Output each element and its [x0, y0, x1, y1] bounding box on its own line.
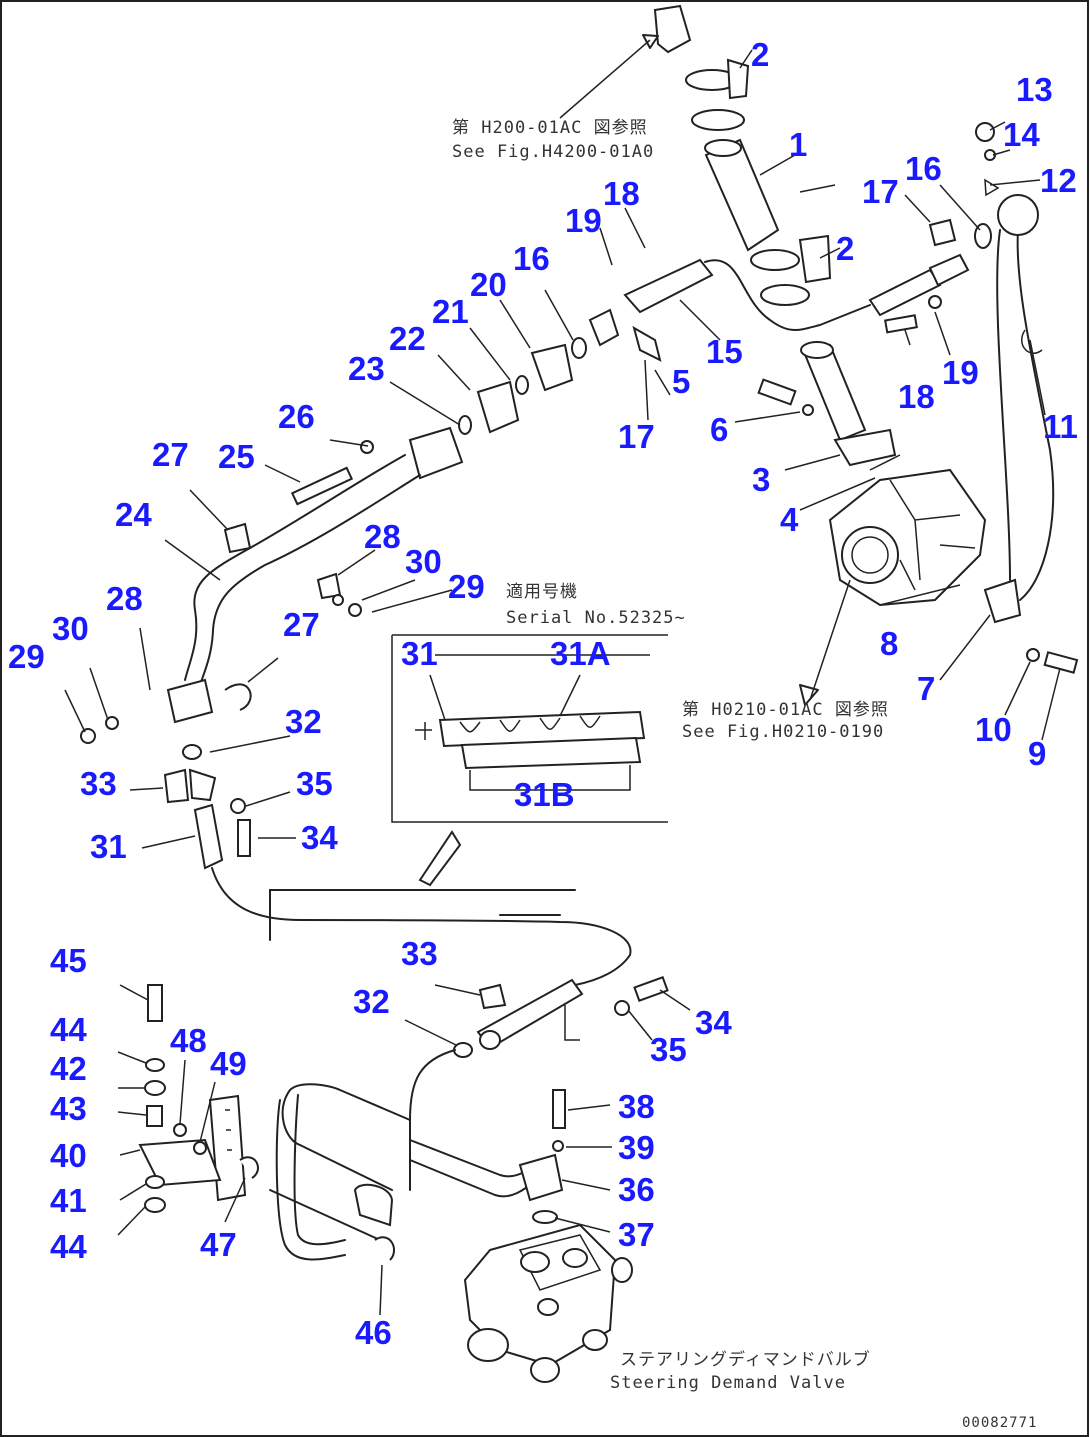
part-number-30: 30: [405, 543, 442, 580]
part-number-2: 2: [751, 36, 770, 73]
part-number-8: 8: [880, 625, 899, 662]
serial-label-en: Serial No.52325~: [506, 608, 686, 628]
part-number-43: 43: [50, 1090, 87, 1127]
part-number-22: 22: [389, 320, 426, 357]
top-reference-en: See Fig.H4200-01A0: [452, 142, 655, 162]
part-number-29: 29: [8, 638, 45, 675]
pump-reference-jp: 第 H0210-01AC 図参照: [682, 700, 889, 720]
part-number-17: 17: [862, 173, 899, 210]
part-number-18: 18: [603, 175, 640, 212]
part-number-31b: 31B: [514, 776, 575, 813]
part-number-17: 17: [618, 418, 655, 455]
valve-label-jp: ステアリングディマンドバルブ: [620, 1350, 871, 1370]
part-number-18: 18: [898, 378, 935, 415]
part-number-33: 33: [401, 935, 438, 972]
part-number-1: 1: [789, 126, 808, 163]
part-number-9: 9: [1028, 735, 1047, 772]
part-number-27: 27: [152, 436, 189, 473]
part-number-34: 34: [695, 1004, 732, 1041]
part-number-46: 46: [355, 1314, 392, 1351]
part-number-35: 35: [650, 1031, 687, 1068]
part-number-21: 21: [432, 293, 469, 330]
drawing-code: 00082771: [962, 1415, 1038, 1431]
part-number-10: 10: [975, 711, 1012, 748]
part-number-7: 7: [917, 670, 936, 707]
part-number-42: 42: [50, 1050, 87, 1087]
part-number-19: 19: [942, 354, 979, 391]
part-number-28: 28: [364, 518, 401, 555]
part-number-16: 16: [905, 150, 942, 187]
part-number-32: 32: [353, 983, 390, 1020]
part-number-31: 31: [401, 635, 438, 672]
part-number-45: 45: [50, 942, 87, 979]
part-number-13: 13: [1016, 71, 1053, 108]
part-number-14: 14: [1003, 116, 1040, 153]
part-number-37: 37: [618, 1216, 655, 1253]
part-number-23: 23: [348, 350, 385, 387]
part-number-2: 2: [836, 230, 855, 267]
part-number-49: 49: [210, 1045, 247, 1082]
part-number-25: 25: [218, 438, 255, 475]
part-number-27: 27: [283, 606, 320, 643]
part-number-39: 39: [618, 1129, 655, 1166]
part-number-30: 30: [52, 610, 89, 647]
part-number-4: 4: [780, 501, 799, 538]
top-reference-jp: 第 H200-01AC 図参照: [452, 118, 648, 138]
part-number-33: 33: [80, 765, 117, 802]
valve-label-en: Steering Demand Valve: [610, 1373, 846, 1393]
part-number-31a: 31A: [550, 635, 611, 672]
part-number-19: 19: [565, 202, 602, 239]
part-number-48: 48: [170, 1022, 207, 1059]
part-number-47: 47: [200, 1226, 237, 1263]
part-number-16: 16: [513, 240, 550, 277]
pump-reference-en: See Fig.H0210-0190: [682, 722, 885, 742]
part-number-36: 36: [618, 1171, 655, 1208]
part-number-15: 15: [706, 333, 743, 370]
part-number-29: 29: [448, 568, 485, 605]
part-number-32: 32: [285, 703, 322, 740]
part-number-11: 11: [1043, 408, 1078, 445]
part-number-20: 20: [470, 266, 507, 303]
part-number-5: 5: [672, 363, 691, 400]
part-number-44: 44: [50, 1228, 87, 1265]
part-number-12: 12: [1040, 162, 1077, 199]
serial-label-jp: 適用号機: [506, 582, 578, 602]
part-number-40: 40: [50, 1137, 87, 1174]
part-number-34: 34: [301, 819, 338, 856]
part-number-38: 38: [618, 1088, 655, 1125]
part-number-28: 28: [106, 580, 143, 617]
part-number-41: 41: [50, 1182, 87, 1219]
part-number-26: 26: [278, 398, 315, 435]
part-number-31: 31: [90, 828, 127, 865]
part-number-3: 3: [752, 461, 771, 498]
part-number-6: 6: [710, 411, 729, 448]
part-number-35: 35: [296, 765, 333, 802]
part-number-24: 24: [115, 496, 152, 533]
part-number-44: 44: [50, 1011, 87, 1048]
